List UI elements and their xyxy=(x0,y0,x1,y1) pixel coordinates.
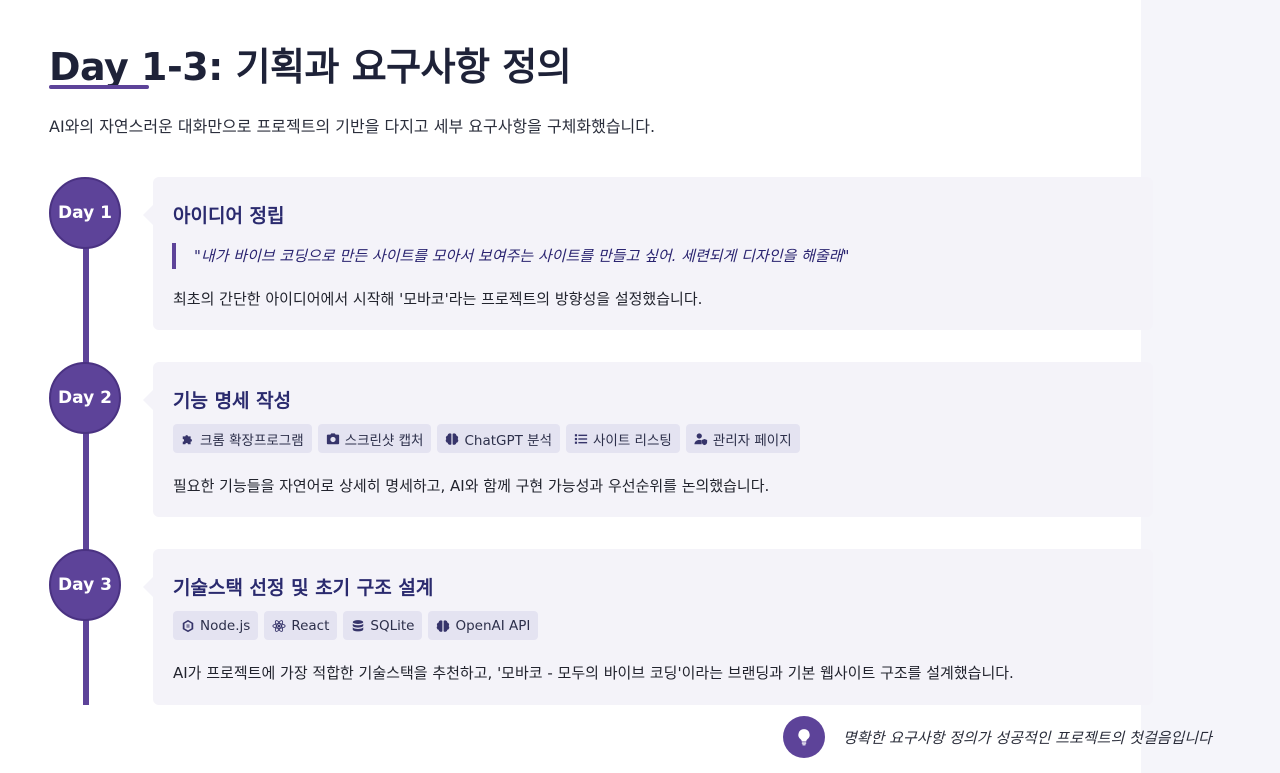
day-1-quote: "내가 바이브 코딩으로 만든 사이트를 모아서 보여주는 사이트를 만들고 싶… xyxy=(172,243,849,269)
tag-openai-api: OpenAI API xyxy=(428,611,539,640)
tag-label: 사이트 리스팅 xyxy=(593,432,672,449)
tag-chatgpt: ChatGPT 분석 xyxy=(437,424,560,453)
page-subtitle: AI와의 자연스러운 대화만으로 프로젝트의 기반을 다지고 세부 요구사항을 … xyxy=(49,117,656,136)
tag-label: 크롬 확장프로그램 xyxy=(200,432,304,449)
day-3-badge: Day 3 xyxy=(49,549,121,621)
day-3-tags: Node.js React SQLite OpenAI API xyxy=(173,611,539,640)
day-1-title: 아이디어 정립 xyxy=(173,205,285,227)
tag-label: ChatGPT 분석 xyxy=(464,432,552,449)
lightbulb-icon xyxy=(783,716,825,758)
tag-label: 관리자 페이지 xyxy=(712,432,792,449)
day-1-card: 아이디어 정립 "내가 바이브 코딩으로 만든 사이트를 모아서 보여주는 사이… xyxy=(143,177,1153,330)
tag-sqlite: SQLite xyxy=(343,611,423,640)
day-2-description: 필요한 기능들을 자연어로 상세히 명세하고, AI와 함께 구현 가능성과 우… xyxy=(173,477,770,495)
puzzle-icon xyxy=(182,434,192,444)
nodejs-icon xyxy=(182,619,194,632)
right-side-panel xyxy=(1141,0,1280,773)
database-icon xyxy=(353,619,364,631)
tag-screenshot: 스크린샷 캡처 xyxy=(317,424,432,453)
list-icon xyxy=(574,433,588,444)
tag-admin-page: 관리자 페이지 xyxy=(685,424,800,453)
day-1-description: 최초의 간단한 아이디어에서 시작해 '모바코'라는 프로젝트의 방향성을 설정… xyxy=(173,290,703,308)
react-icon xyxy=(272,619,286,632)
brain-icon xyxy=(446,432,459,445)
tag-site-listing: 사이트 리스팅 xyxy=(566,424,680,453)
timeline-line xyxy=(83,213,89,705)
day-2-card: 기능 명세 작성 크롬 확장프로그램 스크린샷 캡처 ChatGPT 분석 사이… xyxy=(143,362,1153,517)
day-3-card: 기술스택 선정 및 초기 구조 설계 Node.js React SQLite … xyxy=(143,549,1153,705)
footer-tip: 명확한 요구사항 정의가 성공적인 프로젝트의 첫걸음입니다 xyxy=(843,729,1212,747)
camera-icon xyxy=(326,432,339,444)
page-title: Day 1-3: 기획과 요구사항 정의 xyxy=(49,45,572,89)
tag-label: 스크린샷 캡처 xyxy=(344,432,424,449)
user-shield-icon xyxy=(694,432,707,445)
day-2-badge: Day 2 xyxy=(49,362,121,434)
tag-label: Node.js xyxy=(200,617,251,634)
day-1-badge: Day 1 xyxy=(49,177,121,249)
tag-nodejs: Node.js xyxy=(173,611,259,640)
tag-label: SQLite xyxy=(370,617,415,634)
day-2-tags: 크롬 확장프로그램 스크린샷 캡처 ChatGPT 분석 사이트 리스팅 관리자… xyxy=(173,424,800,453)
tag-label: React xyxy=(291,617,330,634)
tag-react: React xyxy=(264,611,338,640)
day-2-title: 기능 명세 작성 xyxy=(173,390,292,412)
day-3-title: 기술스택 선정 및 초기 구조 설계 xyxy=(173,577,434,599)
tag-chrome-extension: 크롬 확장프로그램 xyxy=(173,424,312,453)
day-3-description: AI가 프로젝트에 가장 적합한 기술스택을 추천하고, '모바코 - 모두의 … xyxy=(173,664,1014,682)
brain-icon xyxy=(437,619,450,632)
title-underline xyxy=(49,85,149,89)
tag-label: OpenAI API xyxy=(455,617,531,634)
